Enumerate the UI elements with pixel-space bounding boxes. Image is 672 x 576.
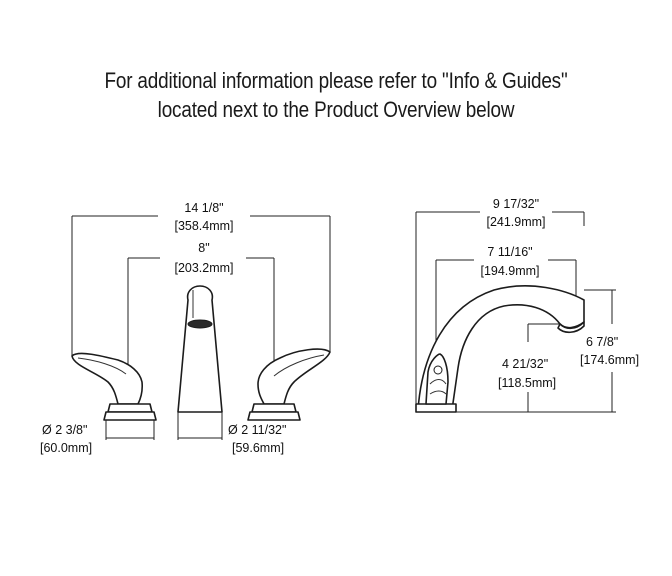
handle-base-diameter-dimension: Ø 2 3/8" [60.0mm] [40,420,155,455]
front-view: 14 1/8" [358.4mm] 8" [203.2mm] [40,201,331,455]
overall-height-dimension: 6 7/8" [174.6mm] [540,289,639,413]
side-view: 9 17/32" [241.9mm] 7 11/16" [194.9mm] [415,197,639,413]
spout-height-mm: [118.5mm] [498,376,556,390]
spout-reach-inches: 7 11/16" [487,245,532,259]
front-spout [177,285,223,413]
overall-depth-mm: [241.9mm] [486,215,545,229]
overall-depth-dimension: 9 17/32" [241.9mm] [415,197,585,412]
left-handle [71,352,157,421]
heading-line-2: located next to the Product Overview bel… [157,97,515,122]
handle-hub-icon [433,365,443,375]
overall-width-dimension: 14 1/8" [358.4mm] [71,201,331,356]
overall-depth-inches: 9 17/32" [493,197,539,211]
overall-height-inches: 6 7/8" [586,335,618,349]
overall-width-mm: [358.4mm] [174,219,233,233]
center-width-mm: [203.2mm] [174,261,233,275]
spout-height-dimension: 4 21/32" [118.5mm] [456,323,560,413]
spout-height-inches: 4 21/32" [502,357,548,371]
overall-height-mm: [174.6mm] [580,353,639,367]
side-spout [415,285,585,413]
aerator-icon [187,319,213,329]
spout-base-diameter-dimension: Ø 2 11/32" [59.6mm] [177,412,286,455]
heading-line-1: For additional information please refer … [104,68,568,93]
spout-reach-mm: [194.9mm] [480,264,539,278]
handle-base-diameter-mm: [60.0mm] [40,441,92,455]
spout-base-diameter-mm: [59.6mm] [232,441,284,455]
right-handle [247,348,331,421]
overall-width-inches: 14 1/8" [184,201,223,215]
handle-base-diameter-inches: Ø 2 3/8" [42,423,87,437]
spout-base-diameter-inches: Ø 2 11/32" [228,423,286,437]
center-width-inches: 8" [198,241,209,255]
center-width-dimension: 8" [203.2mm] [127,241,275,364]
